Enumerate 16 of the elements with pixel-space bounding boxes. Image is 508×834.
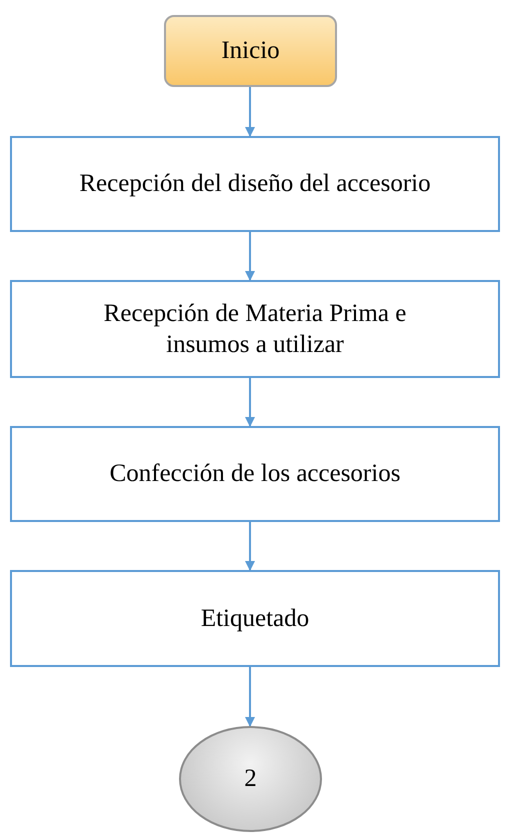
node-label: Etiquetado (200, 604, 310, 634)
node-label: 2 (244, 764, 257, 794)
start-box (164, 15, 337, 87)
process-box (10, 280, 500, 378)
process-box (10, 570, 500, 667)
process-box (10, 426, 500, 522)
arrow (245, 232, 255, 281)
arrow (245, 522, 255, 571)
arrow (245, 87, 255, 137)
arrow (245, 667, 255, 727)
node-label: Inicio (221, 36, 280, 66)
node-label: Confección de los accesorios (110, 459, 400, 490)
arrow (245, 378, 255, 427)
node-label: Recepción del diseño del accesorio (79, 169, 431, 200)
process-box (10, 136, 500, 232)
node-label: Recepción de Materia Prima e insumos a utilizar (102, 298, 408, 360)
